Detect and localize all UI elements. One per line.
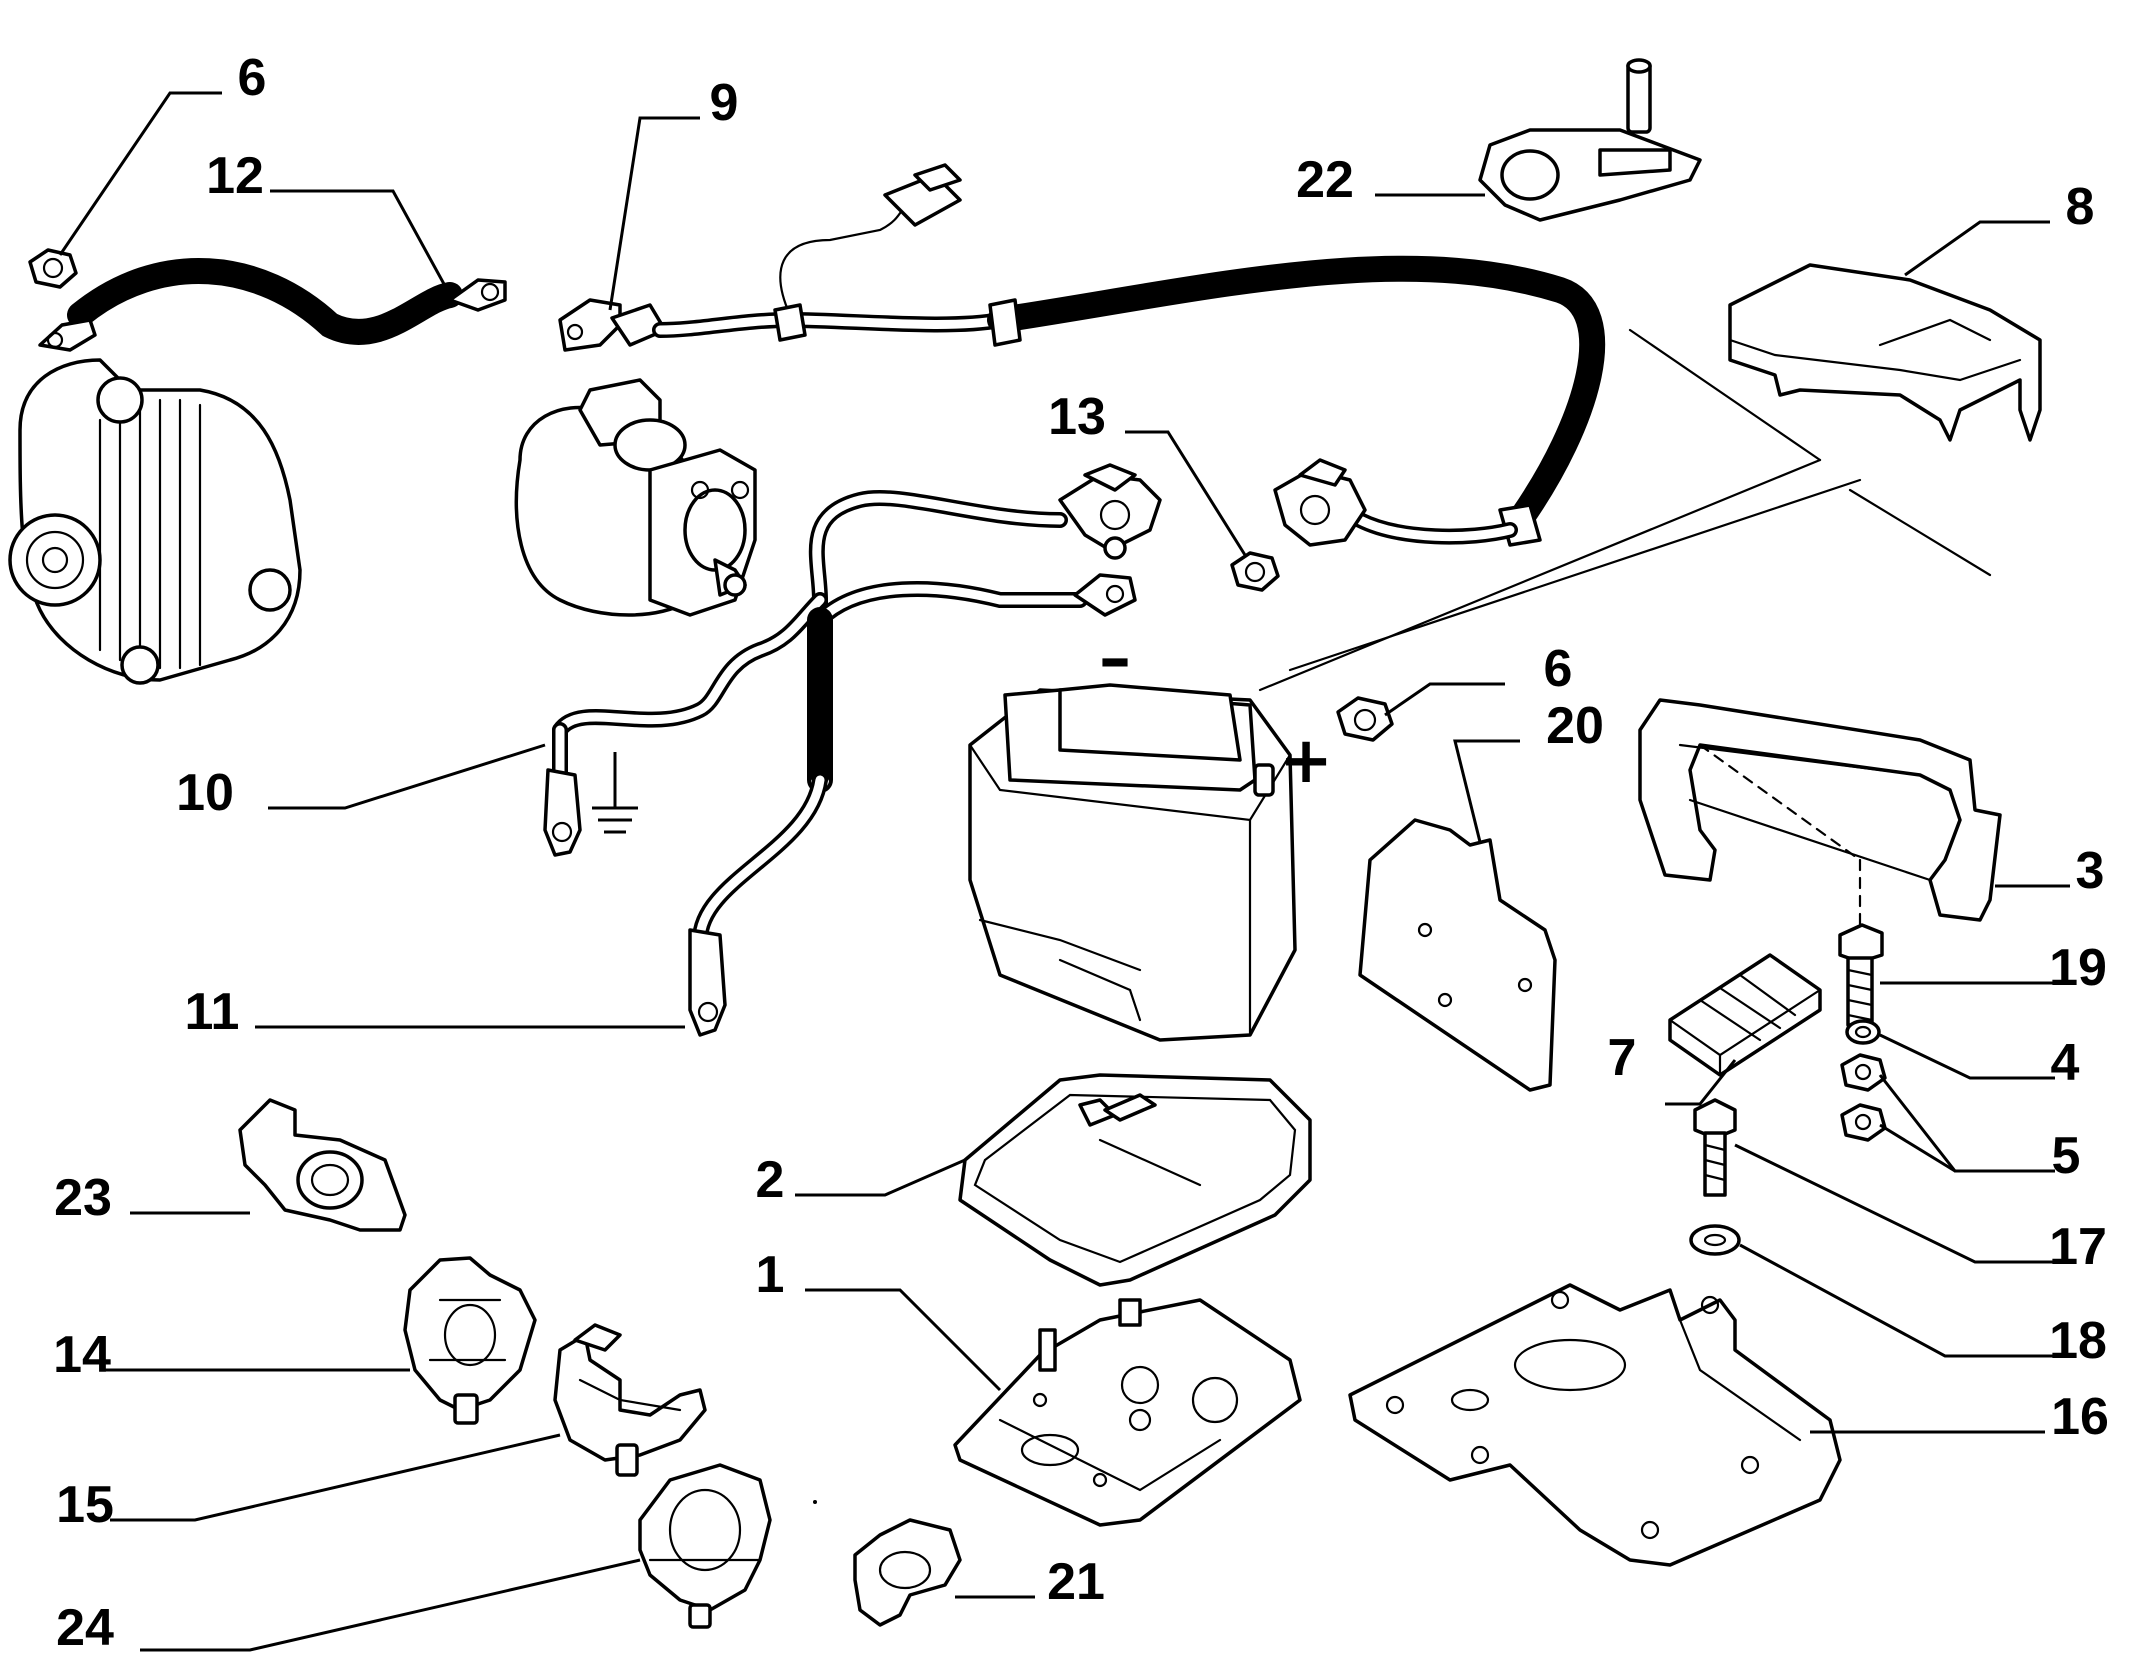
- callout-8: 8: [2066, 178, 2095, 236]
- callout-14: 14: [53, 1326, 111, 1384]
- callout-16: 16: [2051, 1388, 2109, 1446]
- part-14-cable-clip: [403, 1256, 537, 1425]
- callout-12: 12: [206, 147, 264, 205]
- part-3-hold-down-bracket: [1638, 698, 2002, 932]
- part-13-nut: [1230, 551, 1280, 592]
- part-21-cable-clip: [853, 1518, 962, 1627]
- part-6-nut-battery: [1336, 696, 1394, 742]
- battery-illustration: [968, 683, 1297, 1042]
- callout-11: 11: [185, 983, 240, 1041]
- alternator-illustration: [8, 358, 302, 685]
- part-12-earth-strap: [38, 258, 507, 352]
- part-22-terminal-clamp: [1478, 58, 1702, 222]
- callout-6-top: 6: [238, 49, 267, 107]
- stray-dot: [813, 1500, 817, 1504]
- callout-13: 13: [1048, 388, 1106, 446]
- positive-terminal-symbol: +: [1279, 724, 1333, 798]
- part-23-cable-clip: [238, 1098, 407, 1232]
- callout-21: 21: [1047, 1553, 1105, 1611]
- callout-23: 23: [54, 1169, 112, 1227]
- negative-terminal-symbol: –: [1099, 622, 1131, 696]
- leader-lines: [58, 91, 2070, 1652]
- part-15-cable-clip: [553, 1323, 707, 1477]
- part-7-clamp-block: [1668, 953, 1822, 1077]
- part-24-cable-clip: [638, 1463, 772, 1629]
- callout-4: 4: [2051, 1034, 2080, 1092]
- battery-polarity-symbols: – +: [1099, 622, 1333, 798]
- callout-18: 18: [2049, 1312, 2107, 1370]
- parts-10-11-battery-cables: [543, 463, 1162, 1037]
- part-16-mounting-plate: [1348, 1283, 1842, 1567]
- callout-9: 9: [710, 74, 739, 132]
- callout-15: 15: [56, 1476, 114, 1534]
- part-9-main-harness: [558, 163, 1606, 547]
- callout-5: 5: [2052, 1127, 2081, 1185]
- callout-1: 1: [756, 1246, 785, 1304]
- part-2-battery-tray: [958, 1073, 1312, 1287]
- callout-labels: 6 12 9 22 8 13 6 20 3 10 19 4 11 7 5 23 …: [53, 49, 2109, 1657]
- callout-19: 19: [2049, 939, 2107, 997]
- callout-17: 17: [2049, 1218, 2107, 1276]
- part-8-terminal-cover: [1728, 263, 2042, 442]
- callout-6-battery: 6: [1544, 640, 1573, 698]
- parts-17-18-screw-washer: [1689, 1098, 1741, 1256]
- callout-24: 24: [56, 1599, 114, 1657]
- callout-7: 7: [1608, 1029, 1637, 1087]
- starter-motor-illustration: [514, 378, 757, 617]
- section-divider-lines: [1258, 328, 1992, 692]
- callout-20: 20: [1546, 697, 1604, 755]
- part-20-insulation-pad: [1358, 818, 1557, 1092]
- callout-22: 22: [1296, 151, 1354, 209]
- callout-10: 10: [176, 764, 234, 822]
- callout-2: 2: [756, 1151, 785, 1209]
- callout-3: 3: [2076, 842, 2105, 900]
- parts-19-4-5-fasteners: [1838, 923, 1887, 1142]
- ground-symbol: [592, 752, 638, 834]
- part-6-nut-top: [28, 248, 78, 289]
- part-1-base-plate: [953, 1298, 1302, 1527]
